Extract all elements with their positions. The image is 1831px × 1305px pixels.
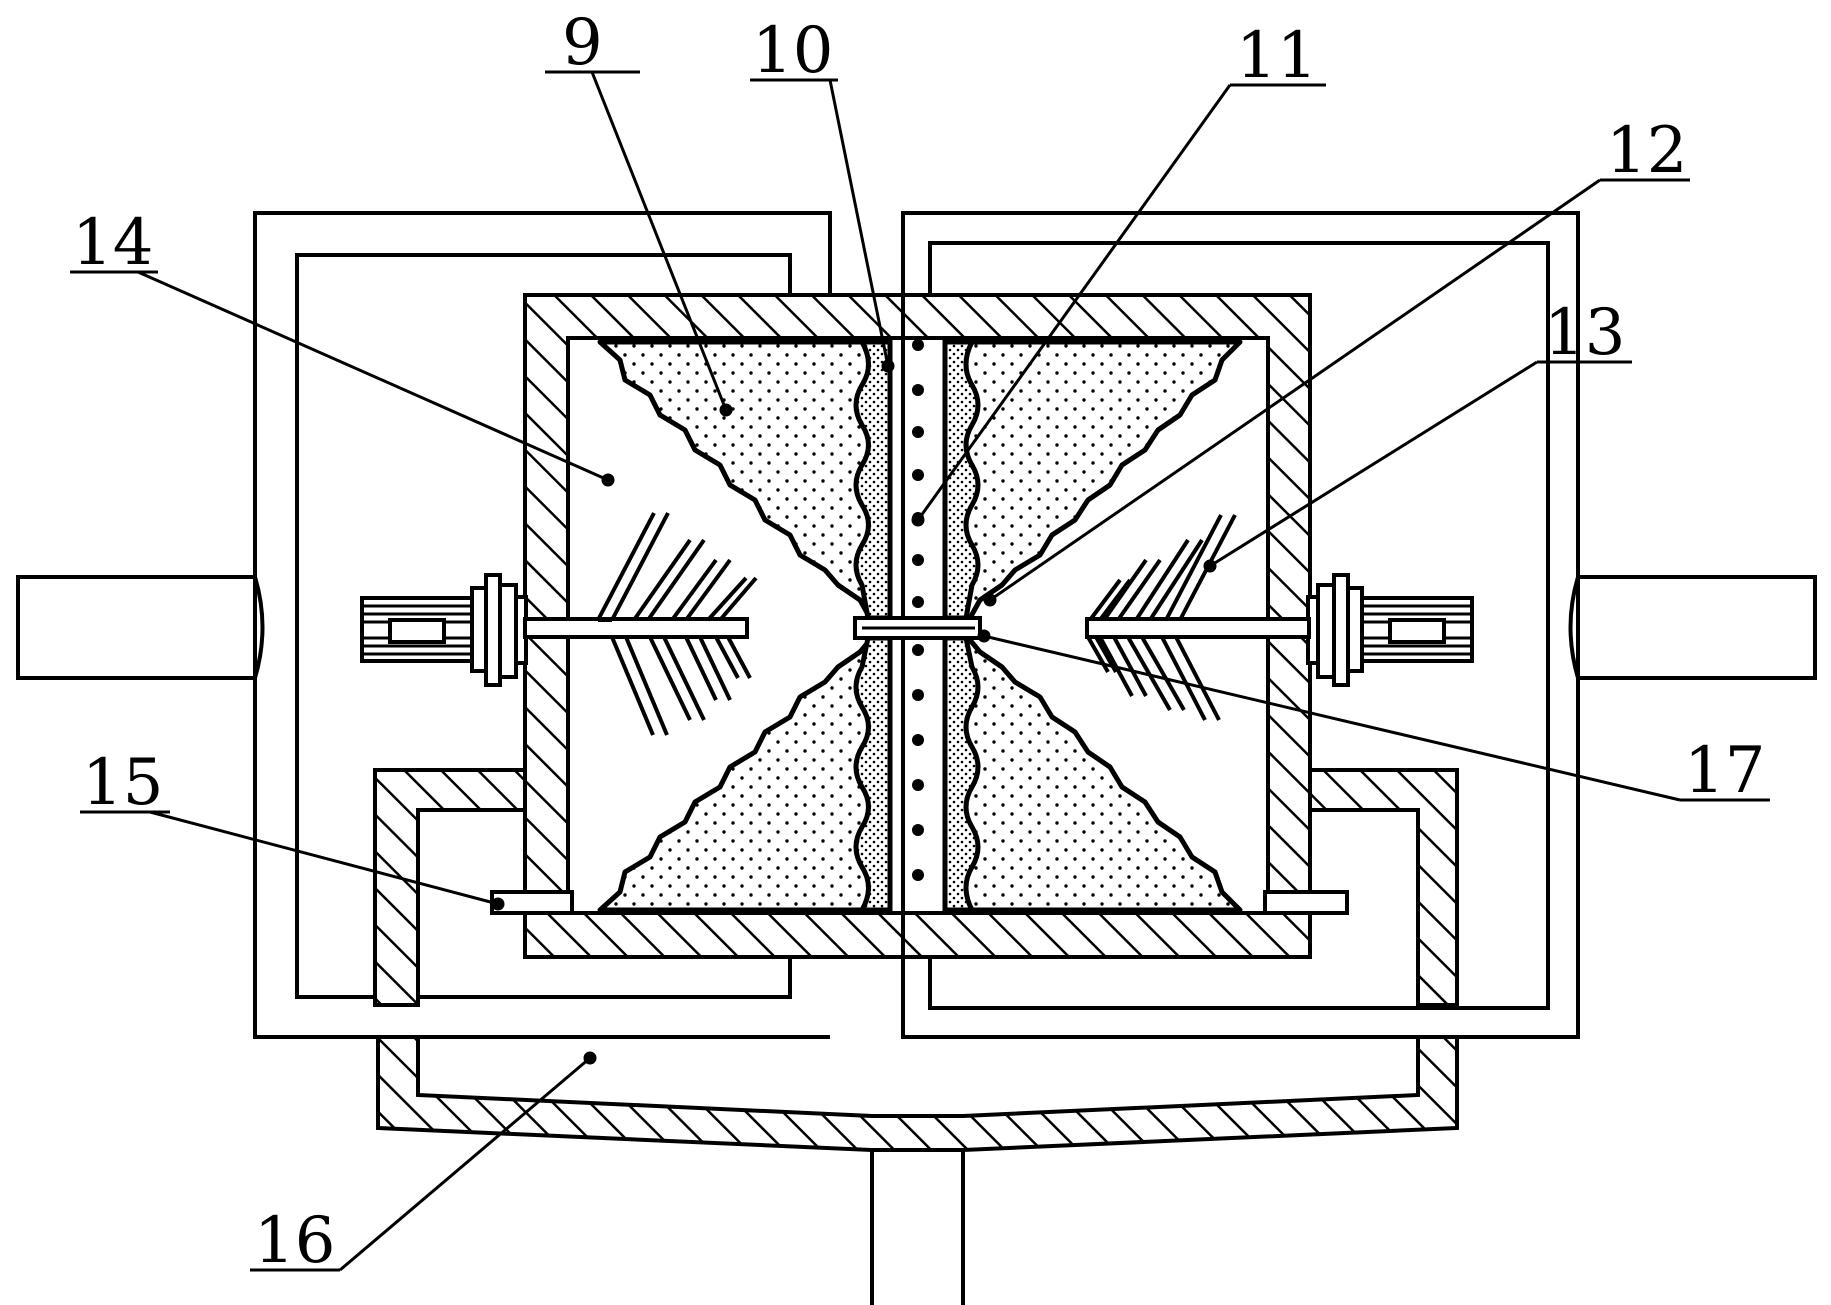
right-support <box>1308 768 1459 1007</box>
discharge-outlet <box>870 1148 965 1305</box>
label-14: 14 <box>72 206 153 280</box>
leader-lines <box>70 70 1770 1272</box>
label-16: 16 <box>254 1204 335 1278</box>
label-10: 10 <box>752 14 833 88</box>
right-pipe <box>1568 575 1817 680</box>
right-frame <box>901 211 1580 1039</box>
label-15: 15 <box>82 746 163 820</box>
left-motor <box>360 573 528 687</box>
label-11: 11 <box>1236 19 1317 93</box>
lower-right-cone <box>949 635 1243 913</box>
left-support <box>373 768 527 1007</box>
center-dot-column <box>912 339 924 881</box>
right-motor <box>1306 573 1474 687</box>
collection-hopper <box>376 1035 1459 1305</box>
label-9: 9 <box>562 6 603 80</box>
right-stirrer <box>1085 514 1311 721</box>
label-13: 13 <box>1544 296 1625 370</box>
label-12: 12 <box>1606 114 1687 188</box>
right-rail <box>1263 890 1349 915</box>
left-stirrer <box>523 512 758 736</box>
label-17: 17 <box>1684 734 1765 808</box>
left-frame <box>253 211 832 1039</box>
right-grinding-plate <box>942 339 981 913</box>
left-pipe <box>16 575 265 680</box>
left-grinding-plate <box>853 339 893 913</box>
upper-right-cone <box>949 339 1243 623</box>
